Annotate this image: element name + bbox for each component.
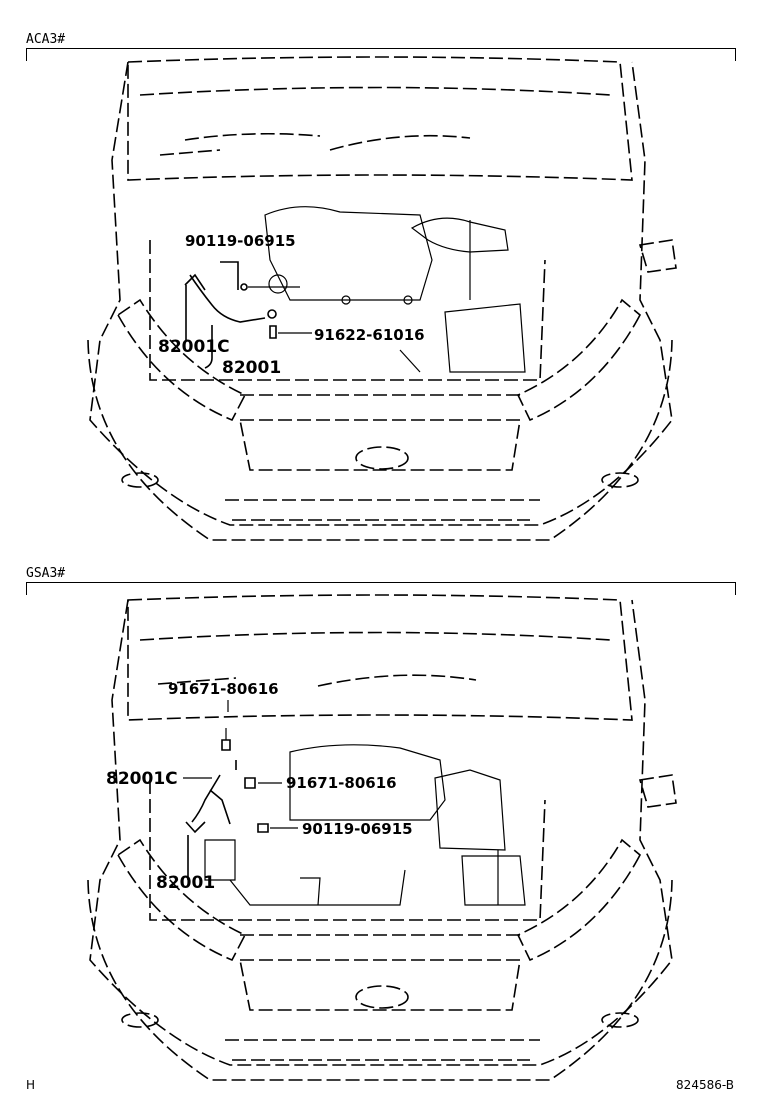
label-82001-aca3: 82001 (222, 358, 281, 378)
footer-diagram-number: 824586-B (676, 1078, 734, 1092)
label-91671-80616-top-gsa3: 91671-80616 (168, 680, 279, 698)
wiring-harness-aca3 (184, 261, 312, 369)
label-82001c-aca3: 82001C (158, 337, 230, 357)
wiring-harness-gsa3 (183, 700, 298, 880)
label-91622-61016-aca3: 91622-61016 (314, 326, 425, 344)
section-bracket-aca3 (26, 48, 736, 61)
label-90119-06915-aca3: 90119-06915 (185, 232, 296, 250)
vehicle-outline-gsa3 (87, 594, 677, 1081)
label-90119-06915-gsa3: 90119-06915 (302, 820, 413, 838)
section-tag-aca3: ACA3# (26, 32, 66, 47)
label-91671-80616-mid-gsa3: 91671-80616 (286, 774, 397, 792)
section-tag-gsa3: GSA3# (26, 566, 66, 581)
label-82001c-gsa3: 82001C (106, 769, 178, 789)
vehicle-outline-aca3 (87, 56, 677, 541)
section-bracket-gsa3 (26, 582, 736, 595)
label-82001-gsa3: 82001 (156, 873, 215, 893)
footer-left-code: H (26, 1078, 36, 1092)
